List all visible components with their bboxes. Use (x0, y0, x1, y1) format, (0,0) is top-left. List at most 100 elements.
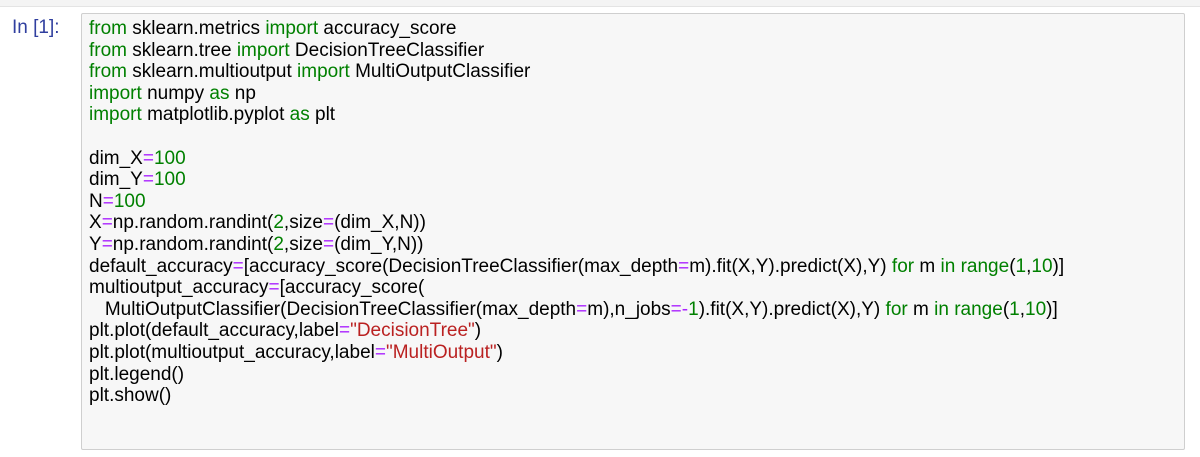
code-editor[interactable]: from sklearn.metrics import accuracy_sco… (81, 13, 1185, 450)
code-number: 100 (113, 190, 146, 212)
code-text: , (1019, 298, 1025, 320)
code-line: from sklearn.tree import DecisionTreeCla… (89, 40, 1064, 62)
code-operator: = (576, 298, 588, 320)
code-text: X (89, 212, 102, 234)
code-operator: =- (670, 298, 689, 320)
code-number: 10 (1031, 255, 1053, 277)
code-keyword: import (236, 39, 290, 61)
code-number: 10 (1025, 298, 1047, 320)
code-operator: = (268, 277, 280, 299)
code-keyword: import (265, 18, 319, 39)
code-line: dim_X=100 (89, 148, 1064, 170)
code-text: , (1026, 255, 1032, 277)
code-text: multioutput_accuracy (89, 277, 269, 299)
code-text: plt.legend() (89, 363, 185, 385)
code-text: MultiOutputClassifier (349, 61, 531, 83)
code-text: plt (309, 104, 336, 126)
code-text: ) (474, 320, 482, 342)
code-keyword: import (89, 82, 142, 104)
code-line: default_accuracy=[accuracy_score(Decisio… (89, 256, 1064, 278)
code-operator: = (102, 190, 114, 212)
code-text: (dim_Y,N)) (334, 233, 424, 255)
code-keyword: import (297, 61, 350, 83)
code-text: [accuracy_score(DecisionTreeClassifier(m… (243, 255, 679, 277)
code-operator: = (142, 147, 154, 169)
code-number: 1 (1009, 298, 1020, 320)
code-keyword: for (885, 298, 908, 320)
code-line: N=100 (89, 191, 1064, 213)
code-operator: = (142, 169, 154, 191)
code-text: sklearn.metrics (127, 18, 266, 39)
code-text: ,size (283, 212, 323, 234)
code-operator: = (323, 233, 335, 255)
code-line: plt.legend() (89, 364, 1064, 386)
code-text: Y (89, 233, 102, 255)
code-line: import matplotlib.pyplot as plt (89, 104, 1064, 126)
code-line: X=np.random.randint(2,size=(dim_X,N)) (89, 212, 1064, 234)
code-string: "DecisionTree" (350, 320, 475, 342)
code-text: dim_X (89, 147, 143, 169)
code-number: 1 (1015, 255, 1027, 277)
code-text: m).fit(X,Y).predict(X),Y) (689, 255, 892, 277)
code-line: plt.plot(default_accuracy,label="Decisio… (89, 320, 1064, 342)
code-line: plt.show() (89, 385, 1064, 407)
code-text: np (229, 82, 256, 104)
code-text: sklearn.tree (127, 39, 237, 61)
code-operator: = (678, 255, 690, 277)
input-prompt: In [1]: (12, 17, 60, 38)
code-text: ) (496, 341, 503, 363)
code-text: plt.show() (89, 385, 172, 407)
code-string: "MultiOutput" (385, 341, 497, 363)
code-text: ( (1009, 255, 1016, 277)
code-text: m (907, 298, 935, 320)
code-line: Y=np.random.randint(2,size=(dim_Y,N)) (89, 234, 1064, 256)
code-text: )] (1052, 255, 1065, 277)
code-area[interactable]: from sklearn.metrics import accuracy_sco… (89, 18, 1064, 407)
code-text: sklearn.multioutput (127, 61, 298, 83)
code-text: ,size (283, 233, 323, 255)
code-text: np.random.randint( (112, 212, 274, 234)
code-line: plt.plot(multioutput_accuracy,label="Mul… (89, 342, 1064, 364)
code-text: [accuracy_score( (279, 277, 425, 299)
code-keyword: as (289, 104, 310, 126)
code-text: m (914, 255, 941, 277)
code-operator: = (232, 255, 244, 277)
code-operator: = (323, 212, 335, 234)
code-text: MultiOutputClassifier(DecisionTreeClassi… (89, 298, 577, 320)
notebook-top-edge (0, 0, 1200, 7)
code-text: plt.plot(multioutput_accuracy,label (89, 341, 375, 363)
code-line (89, 126, 1064, 148)
code-line: from sklearn.multioutput import MultiOut… (89, 61, 1064, 83)
code-line: import numpy as np (89, 83, 1064, 105)
code-cell[interactable]: In [1]: from sklearn.metrics import accu… (0, 7, 1200, 457)
code-number: 100 (153, 169, 186, 191)
code-operator: = (338, 320, 351, 342)
code-keyword: import (89, 104, 142, 126)
code-text: (dim_X,N)) (334, 212, 426, 234)
code-text: dim_Y (89, 169, 143, 191)
code-operator: = (101, 212, 113, 234)
code-keyword: for (891, 255, 915, 277)
code-line: dim_Y=100 (89, 169, 1064, 191)
code-number: 2 (273, 212, 284, 234)
code-text: numpy (141, 82, 210, 104)
code-keyword: range (954, 298, 1003, 320)
code-operator: = (374, 341, 386, 363)
code-text: N (89, 190, 103, 212)
code-keyword: from (89, 18, 127, 39)
code-keyword: range (960, 255, 1010, 277)
code-text: m),n_jobs (587, 298, 671, 320)
code-text: np.random.randint( (112, 233, 274, 255)
code-text: )] (1046, 298, 1058, 320)
code-text: plt.plot(default_accuracy,label (89, 320, 339, 342)
code-line: MultiOutputClassifier(DecisionTreeClassi… (89, 299, 1064, 321)
code-keyword: from (89, 39, 127, 61)
code-text: DecisionTreeClassifier (289, 39, 485, 61)
code-line: from sklearn.metrics import accuracy_sco… (89, 18, 1064, 40)
code-keyword: as (209, 82, 230, 104)
code-number: 100 (153, 147, 186, 169)
code-text: accuracy_score (318, 18, 457, 39)
code-text: ( (1002, 298, 1010, 320)
code-operator: = (101, 233, 113, 255)
code-line: multioutput_accuracy=[accuracy_score( (89, 277, 1064, 299)
